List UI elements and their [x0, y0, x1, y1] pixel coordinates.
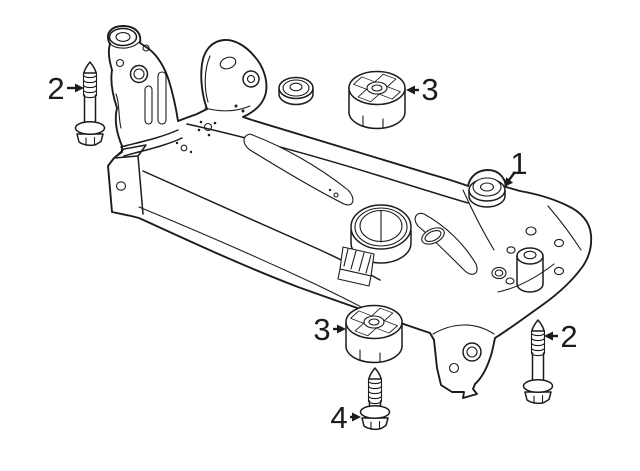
bolt-top-left	[74, 61, 106, 147]
callout-1[interactable]: 1	[504, 146, 528, 187]
bolt-bottom-center	[359, 367, 391, 431]
cutout-window-left	[243, 133, 354, 206]
rivet-dots	[175, 104, 339, 198]
callout-2-upper[interactable]: 2	[47, 71, 84, 106]
callout-label: 2	[560, 319, 577, 354]
callout-label: 3	[313, 312, 330, 347]
callout-arrowhead	[75, 83, 84, 93]
callout-4[interactable]: 4	[330, 400, 361, 435]
callout-arrowhead	[406, 85, 415, 95]
bushing-top	[344, 68, 410, 130]
callout-3-lower[interactable]: 3	[313, 312, 346, 347]
callout-arrow-line	[508, 171, 516, 181]
center-ring-collar	[350, 204, 412, 264]
right-end-bracket	[462, 189, 582, 293]
callout-arrowhead	[337, 324, 346, 334]
hump-bracket	[204, 55, 260, 112]
callout-arrowhead	[544, 331, 553, 341]
left-bracket-hole	[115, 181, 127, 191]
bushing-bottom	[341, 302, 407, 364]
callout-label: 4	[330, 400, 347, 435]
callout-label: 2	[47, 71, 64, 106]
oval-hole	[421, 227, 445, 245]
hatched-mount-bracket	[337, 246, 375, 287]
left-end-bracket	[113, 144, 147, 215]
beam-fold-lower	[138, 206, 375, 315]
bolt-bottom-right	[522, 319, 554, 405]
crossmember-illustration	[107, 25, 593, 399]
callout-3-upper[interactable]: 3	[406, 72, 439, 107]
right-mount-boss	[468, 177, 506, 208]
callout-arrowhead	[352, 412, 361, 422]
bottom-plate	[432, 324, 495, 374]
beam-fold-rear	[186, 123, 469, 204]
cutout-window-right	[414, 212, 478, 275]
crossmember-outline	[107, 25, 593, 399]
callout-2-lower[interactable]: 2	[544, 319, 578, 354]
callout-label: 3	[421, 72, 438, 107]
rear-mount-boss	[278, 76, 314, 106]
callout-arrowhead	[504, 177, 514, 187]
left-tower-bracket	[108, 27, 183, 157]
